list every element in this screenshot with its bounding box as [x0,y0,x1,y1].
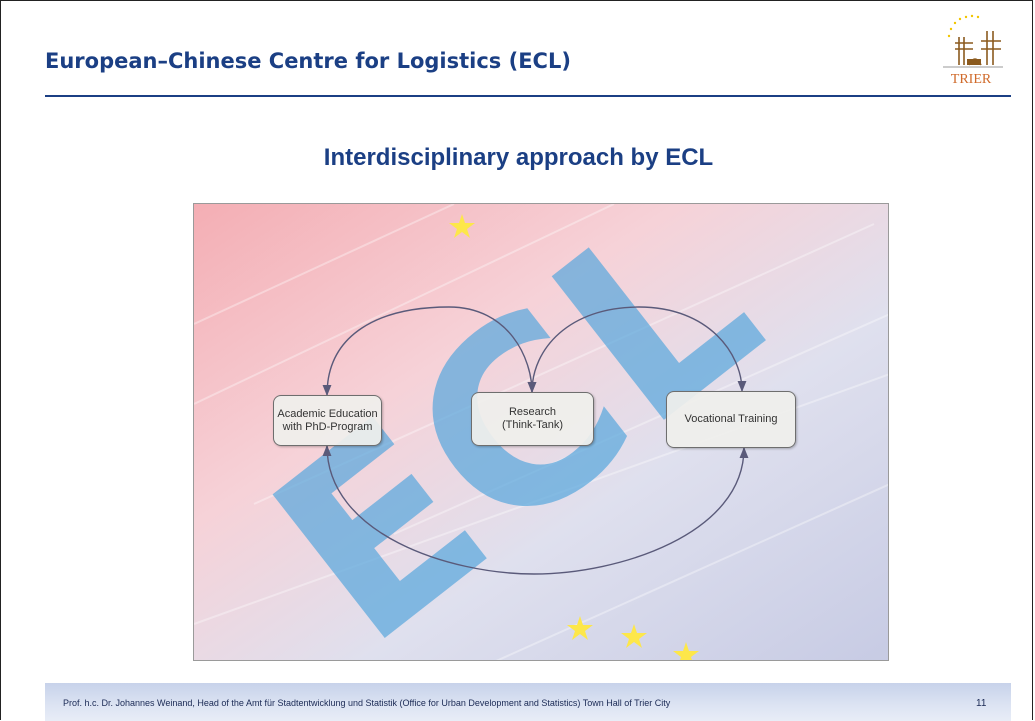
background-streaks [194,204,888,660]
edge-academic-research [322,306,537,397]
star-icon [567,616,593,640]
logo-wordmark: TRIER [951,72,992,87]
node-vocational-training: Vocational Training [666,391,796,448]
node-research: Research (Think-Tank) [471,392,594,446]
node-academic-education: Academic Education with PhD-Program [273,395,382,446]
header-divider [45,95,1011,97]
star-icon [449,214,475,238]
footer-band [45,683,1011,721]
trier-logo: TRIER [929,9,1015,95]
star-icon [673,642,699,660]
star-icon [621,624,647,648]
edge-academic-vocational [322,444,749,575]
footer-credit: Prof. h.c. Dr. Johannes Weinand, Head of… [63,698,671,708]
edge-research-vocational [527,306,747,394]
slide-title: Interdisciplinary approach by ECL [323,144,714,171]
ecl-diagram: ECL Academic Education with PhD-Program … [193,203,889,661]
page-number: 11 [976,698,987,709]
header-title: European–Chinese Centre for Logistics (E… [45,49,571,73]
eu-stars [449,214,699,660]
